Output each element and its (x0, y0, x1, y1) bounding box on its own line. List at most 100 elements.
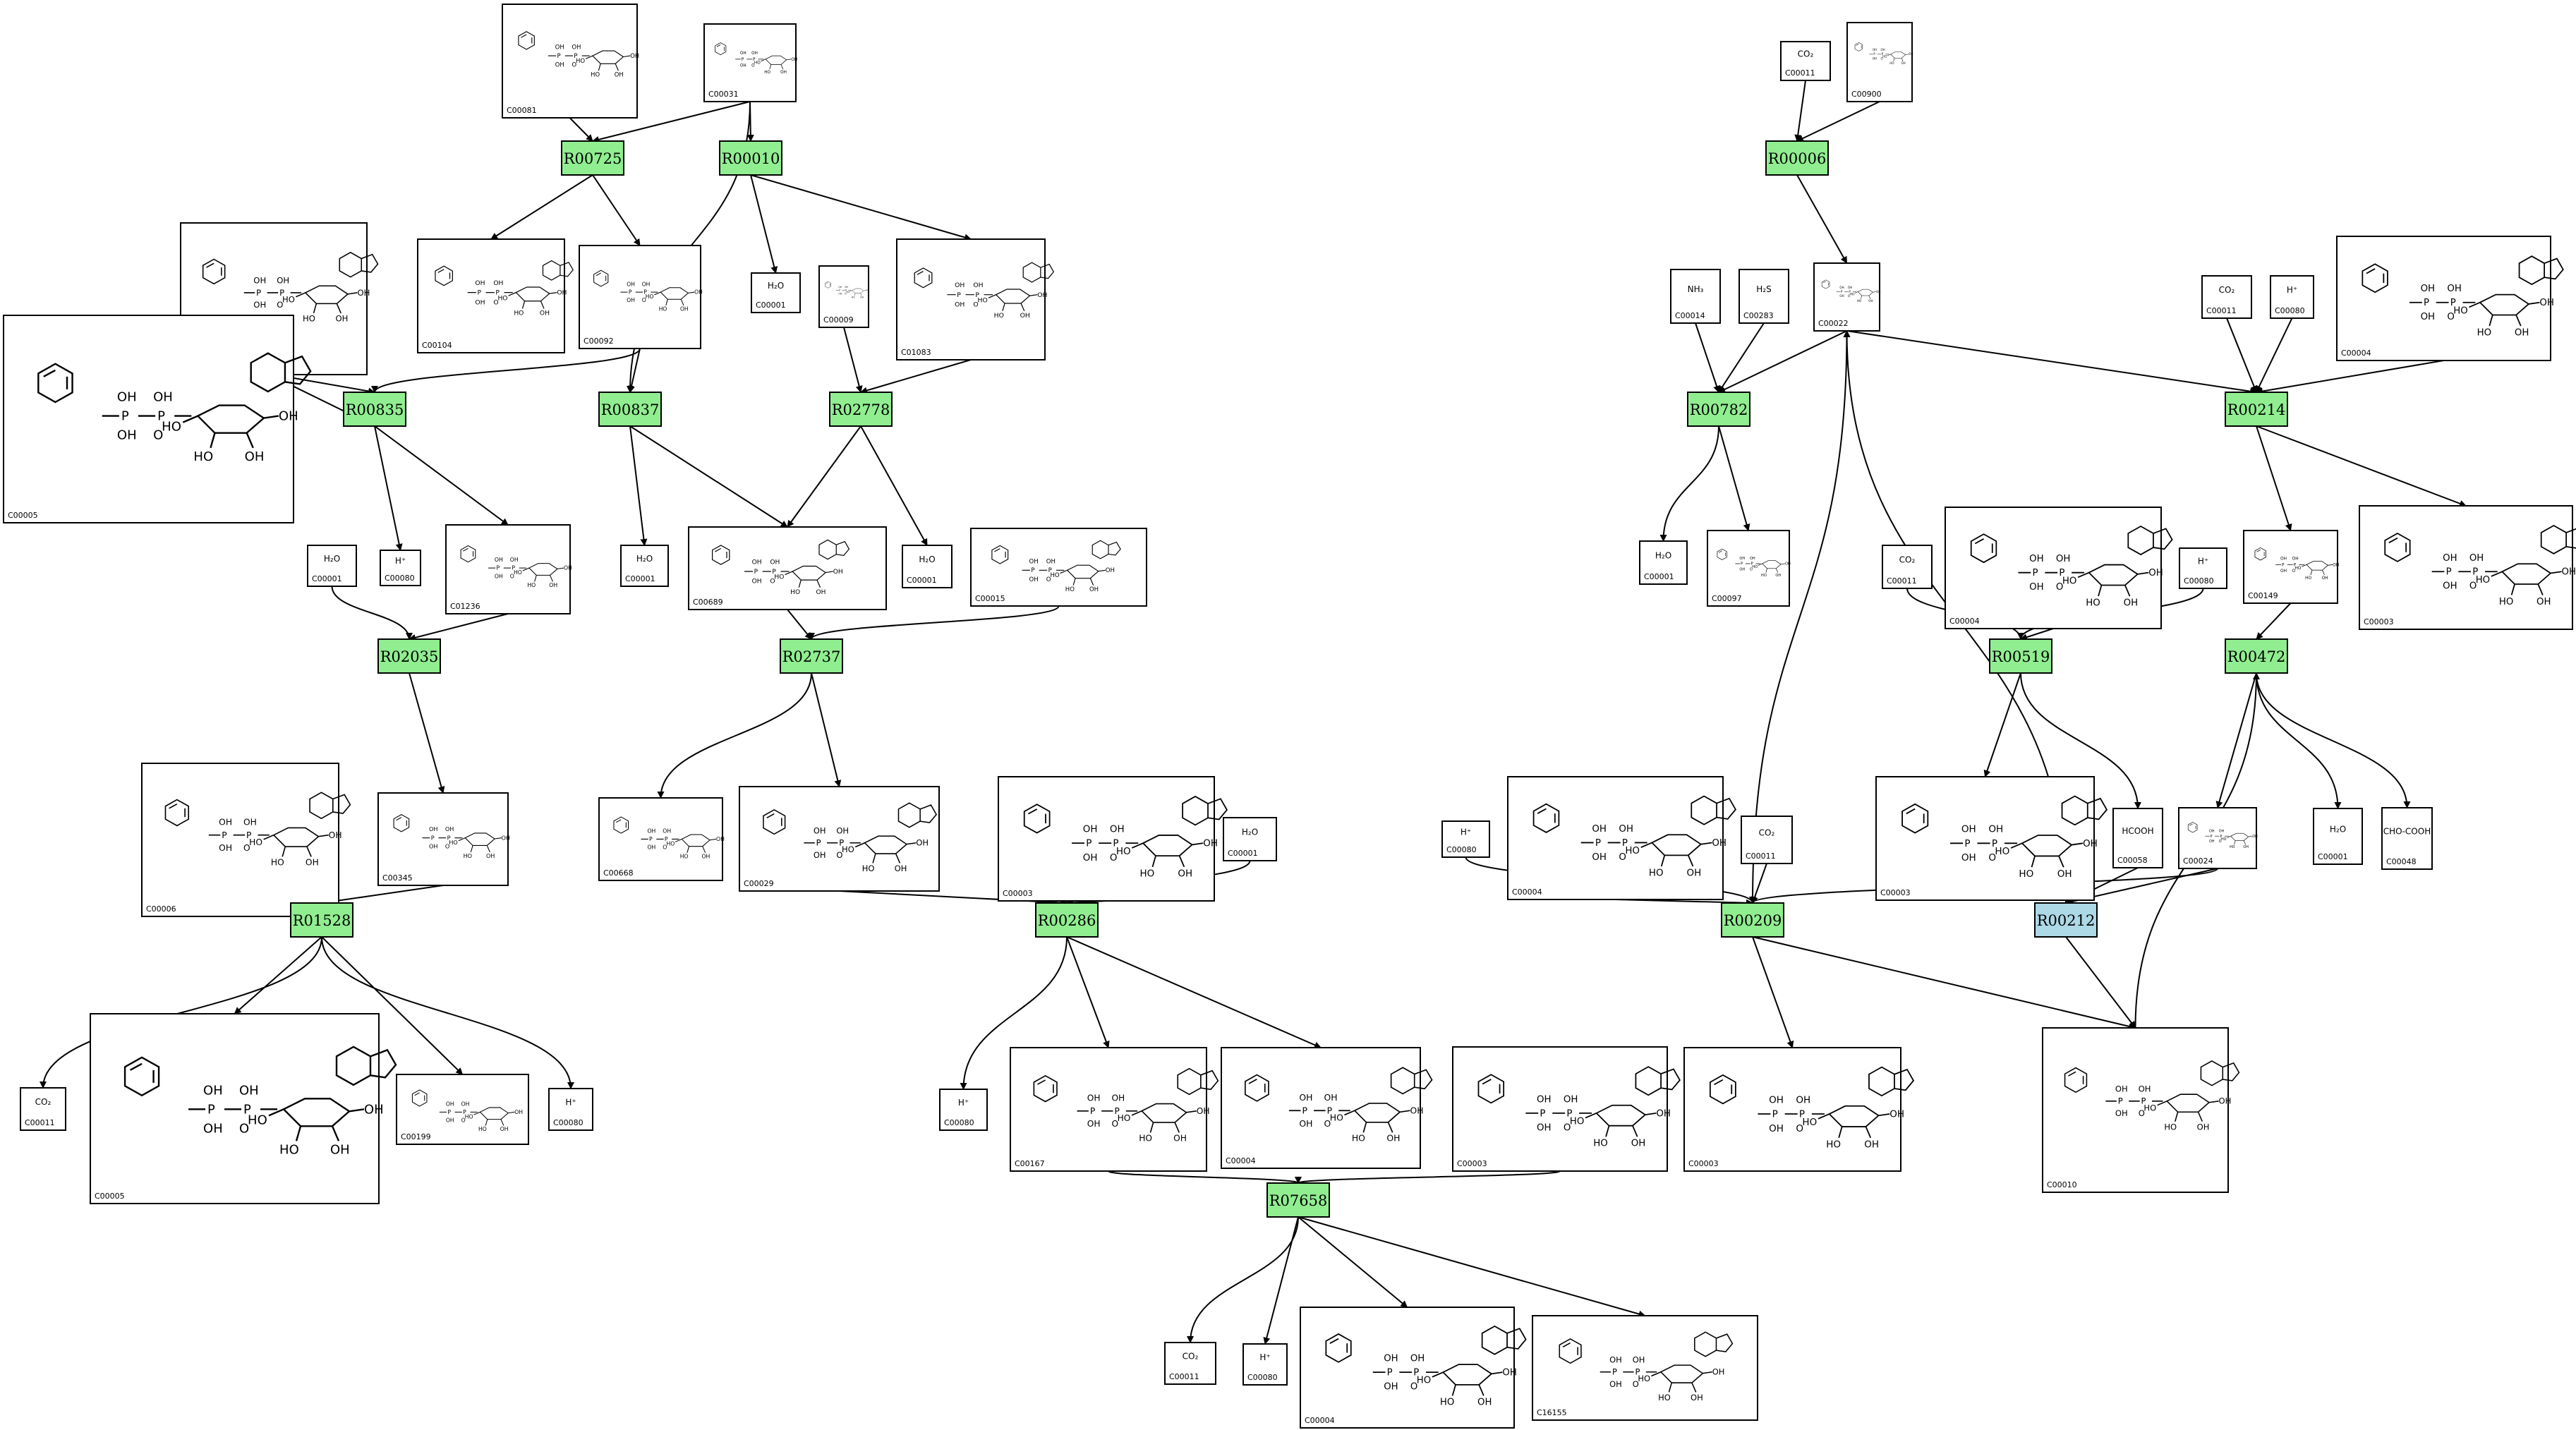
compound-label: C00004 (2341, 349, 2371, 358)
reaction-box (1687, 392, 1750, 427)
compound-C00080[interactable]: H⁺C00080 (380, 550, 421, 586)
reaction-R00209[interactable]: R00209 (1721, 902, 1784, 938)
compound-C00003[interactable]: C00003 (1452, 1046, 1681, 1172)
compound-C00004[interactable]: C00004 (1507, 776, 1736, 900)
compound-C00080[interactable]: H⁺C00080 (1441, 820, 1490, 858)
compound-C00199[interactable]: C00199 (396, 1074, 529, 1145)
edge-arrow (592, 174, 641, 246)
compound-C01083[interactable]: C01083 (896, 238, 1054, 360)
compound-box (751, 272, 801, 313)
compound-C00080[interactable]: H⁺C00080 (2270, 275, 2314, 319)
compound-structure: H₂O (1655, 551, 1671, 561)
reaction-R01528[interactable]: R01528 (290, 902, 353, 938)
edge-arrow (569, 117, 593, 142)
compound-C00003[interactable]: C00003 (998, 776, 1228, 902)
compound-C00080[interactable]: H⁺C00080 (2179, 547, 2227, 589)
reaction-R00010[interactable]: R00010 (719, 140, 782, 176)
compound-C00081[interactable]: C00081 (502, 4, 640, 119)
reaction-R00286[interactable]: R00286 (1035, 902, 1099, 938)
compound-C00345[interactable]: C00345 (377, 792, 511, 886)
compound-C00004[interactable]: C00004 (1221, 1047, 1433, 1169)
compound-C00031[interactable]: C00031 (703, 23, 798, 102)
reaction-R07658[interactable]: R07658 (1266, 1182, 1330, 1218)
reaction-R00006[interactable]: R00006 (1765, 140, 1829, 176)
edge-arrow (374, 425, 403, 551)
reaction-R00782[interactable]: R00782 (1687, 392, 1750, 427)
reaction-R02737[interactable]: R02737 (780, 638, 843, 674)
reaction-R00837[interactable]: R00837 (598, 392, 662, 427)
compound-C01236[interactable]: C01236 (445, 524, 573, 614)
compound-structure: H₂O (919, 555, 935, 564)
compound-C00080[interactable]: H⁺C00080 (1242, 1343, 1288, 1386)
reaction-R02035[interactable]: R02035 (377, 638, 441, 674)
compound-C00097[interactable]: C00097 (1707, 530, 1791, 607)
edge-arrow (2020, 628, 2054, 641)
compound-C00005[interactable]: C00005 (90, 1013, 397, 1204)
edge-arrow (321, 885, 444, 906)
compound-C00104[interactable]: C00104 (417, 238, 574, 353)
compound-label: C00900 (1851, 90, 1882, 99)
compound-C00668[interactable]: C00668 (598, 797, 725, 881)
reaction-box (1721, 902, 1784, 938)
compound-C00080[interactable]: H⁺C00080 (548, 1088, 593, 1131)
compound-C00900[interactable]: C00900 (1846, 22, 1913, 102)
compound-C00029[interactable]: C00029 (739, 786, 940, 892)
compound-C00004[interactable]: C00004 (1300, 1307, 1527, 1429)
reaction-box (1989, 638, 2052, 674)
reaction-R00835[interactable]: R00835 (343, 392, 406, 427)
compound-C00010[interactable]: C00010 (2042, 1027, 2240, 1193)
compound-C00167[interactable]: C00167 (1010, 1047, 1219, 1172)
compound-C00022[interactable]: C00022 (1813, 262, 1881, 332)
compound-box (20, 1087, 66, 1131)
compound-C00024[interactable]: C00024 (2178, 807, 2258, 869)
compound-C00004[interactable]: C00004 (2336, 236, 2564, 361)
compound-C00009[interactable]: C00009 (818, 265, 871, 328)
edge-arrow (2215, 672, 2257, 808)
reaction-R00472[interactable]: R00472 (2225, 638, 2288, 674)
compound-C00003[interactable]: C00003 (1875, 776, 2108, 901)
compound-C00149[interactable]: C00149 (2243, 530, 2340, 604)
edge-arrow (1066, 936, 1322, 1048)
compound-C00004[interactable]: C00004 (1945, 507, 2173, 629)
compound-C00689[interactable]: C00689 (688, 526, 887, 610)
compound-C00080[interactable]: H⁺C00080 (939, 1089, 988, 1131)
reaction-R00519[interactable]: R00519 (1989, 638, 2052, 674)
compound-C00003[interactable]: C00003 (2359, 505, 2576, 630)
reaction-label: R02778 (832, 401, 890, 418)
compound-C16155[interactable]: C16155 (1532, 1315, 1758, 1421)
edge-arrow (843, 327, 863, 393)
structure-glyph: HCOOH (2122, 826, 2153, 836)
compound-C00006[interactable]: C00006 (141, 763, 351, 917)
compound-box (3, 315, 294, 523)
reaction-R02778[interactable]: R02778 (829, 392, 893, 427)
reaction-R00214[interactable]: R00214 (2225, 392, 2288, 427)
compound-C00015[interactable]: C00015 (970, 528, 1147, 607)
compound-box (1739, 269, 1789, 324)
compound-C00005[interactable]: C00005 (3, 315, 312, 523)
compound-C00003[interactable]: C00003 (1683, 1047, 1914, 1172)
reaction-R00725[interactable]: R00725 (561, 140, 624, 176)
compound-C00092[interactable]: C00092 (579, 245, 703, 349)
reaction-R00212[interactable]: R00212 (2034, 902, 2098, 938)
structure-glyph: H₂O (768, 281, 784, 291)
edge-arrow (750, 174, 778, 274)
compound-label: C00199 (401, 1132, 431, 1141)
